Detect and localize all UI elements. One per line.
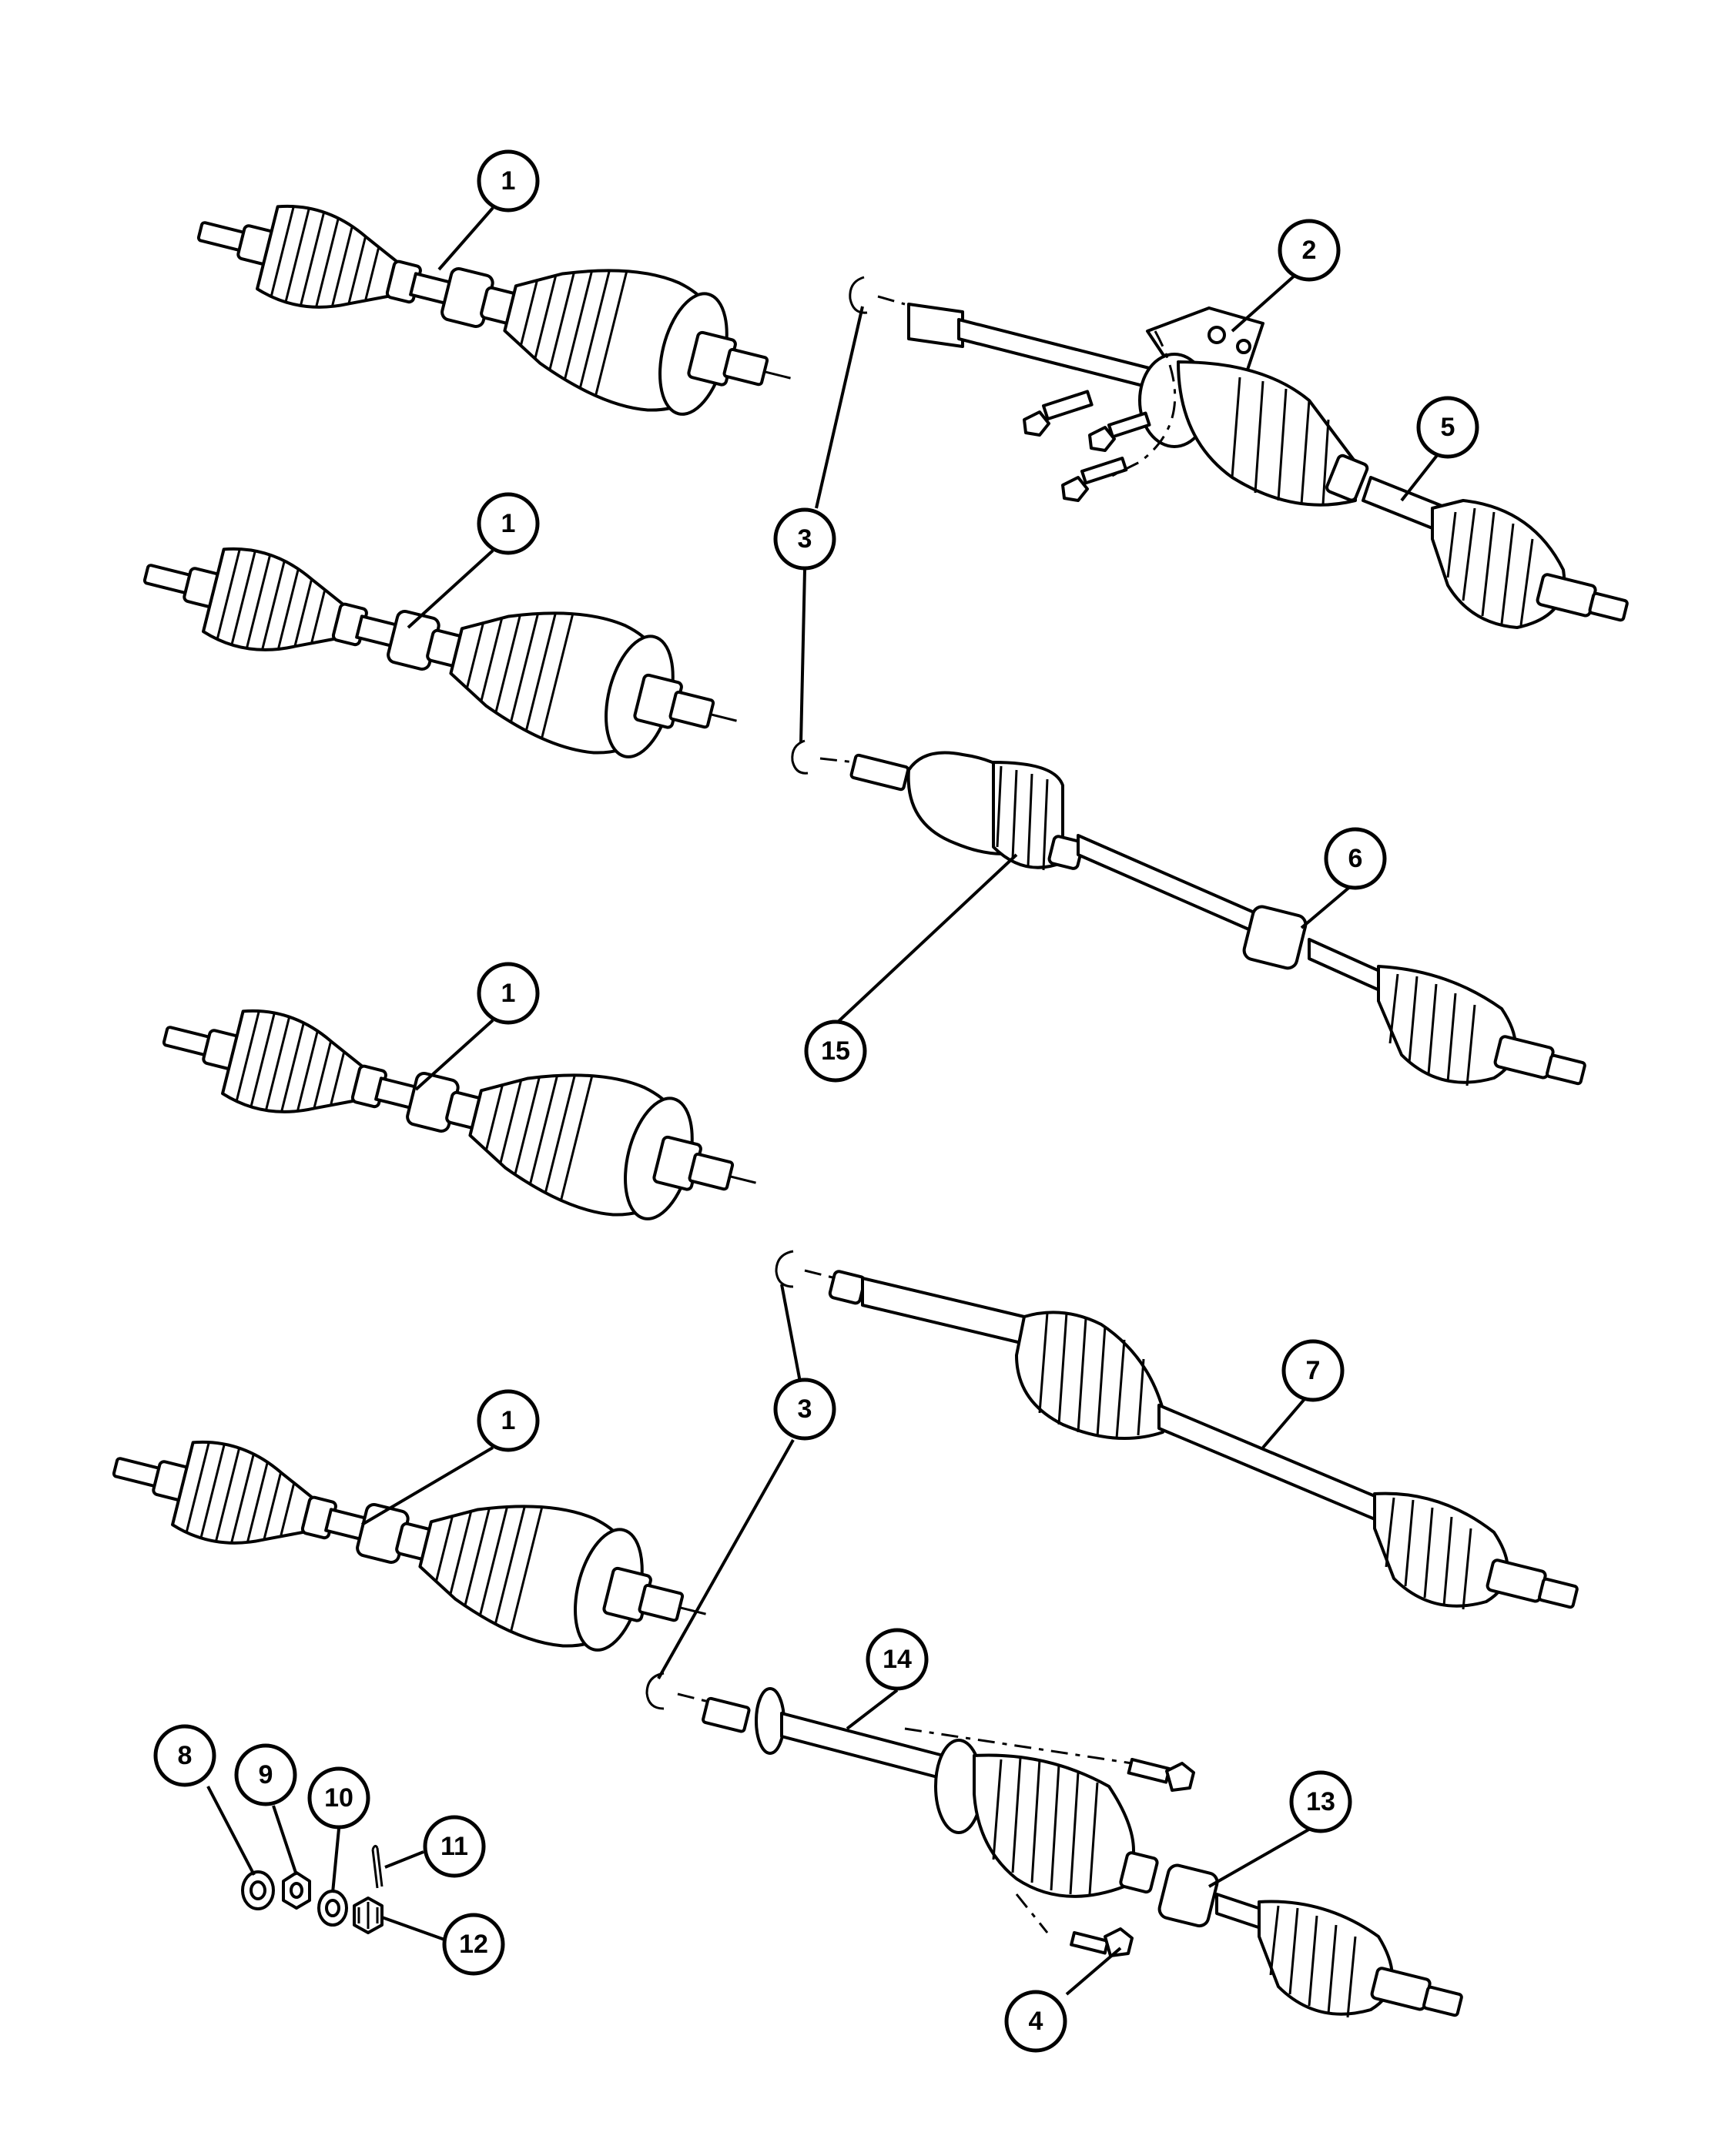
snap-ring-top [849, 276, 868, 314]
svg-text:1: 1 [501, 509, 516, 538]
callout-12: 12 [442, 1913, 505, 1976]
washer-8 [241, 1870, 275, 1910]
svg-text:15: 15 [821, 1036, 850, 1066]
svg-text:3: 3 [798, 524, 812, 554]
svg-text:2: 2 [1302, 236, 1317, 265]
svg-text:4: 4 [1029, 2007, 1043, 2036]
callout-11: 11 [423, 1815, 486, 1878]
svg-text:9: 9 [259, 1760, 273, 1789]
bracket-bolts-lower [1070, 1757, 1195, 1957]
svg-text:13: 13 [1306, 1787, 1335, 1816]
svg-text:3: 3 [798, 1394, 812, 1424]
callout-1a: 1 [477, 149, 540, 213]
callout-3a: 3 [773, 507, 836, 571]
half-shaft-assembly-7 [775, 1250, 1579, 1610]
callout-9: 9 [234, 1743, 297, 1806]
callout-13: 13 [1289, 1770, 1352, 1833]
callout-3b: 3 [773, 1378, 836, 1441]
snap-ring-lower [775, 1250, 794, 1288]
nut-lock-12 [353, 1897, 384, 1934]
svg-text:7: 7 [1306, 1356, 1321, 1385]
half-shaft-assembly-1b [128, 507, 755, 788]
callout-10: 10 [307, 1766, 370, 1830]
bracket-bolts [1023, 390, 1151, 502]
svg-text:1: 1 [501, 166, 516, 196]
callout-15: 15 [804, 1019, 867, 1083]
svg-text:14: 14 [883, 1645, 912, 1674]
callout-5: 5 [1416, 396, 1479, 459]
callout-1b: 1 [477, 492, 540, 555]
hub-nut-9 [282, 1871, 311, 1910]
callout-14: 14 [866, 1628, 929, 1691]
snap-ring-bottom [645, 1672, 665, 1710]
snap-ring-middle [791, 739, 809, 775]
callout-7: 7 [1281, 1339, 1345, 1402]
svg-text:11: 11 [440, 1832, 468, 1861]
cotter-pin-11 [371, 1844, 384, 1889]
hub-nut-hardware [241, 1844, 384, 1934]
callout-2: 2 [1278, 219, 1341, 282]
half-shaft-assembly-1d [97, 1400, 724, 1681]
half-shaft-assembly-13 [645, 1672, 1463, 2018]
svg-text:1: 1 [501, 979, 516, 1008]
svg-text:5: 5 [1441, 413, 1455, 442]
washer-10 [317, 1890, 348, 1927]
svg-text:1: 1 [501, 1406, 516, 1435]
svg-text:6: 6 [1348, 844, 1363, 873]
callout-6: 6 [1324, 827, 1387, 890]
half-shaft-assembly-6 [791, 739, 1586, 1086]
svg-text:8: 8 [178, 1741, 193, 1770]
callout-1d: 1 [477, 1389, 540, 1452]
callout-4: 4 [1004, 1990, 1067, 2053]
half-shaft-with-bearing-bracket [849, 276, 1629, 629]
callout-1c: 1 [477, 962, 540, 1025]
callout-8: 8 [153, 1724, 216, 1787]
svg-text:10: 10 [324, 1783, 353, 1813]
svg-text:12: 12 [459, 1930, 488, 1959]
half-shaft-assembly-1c [147, 969, 774, 1250]
